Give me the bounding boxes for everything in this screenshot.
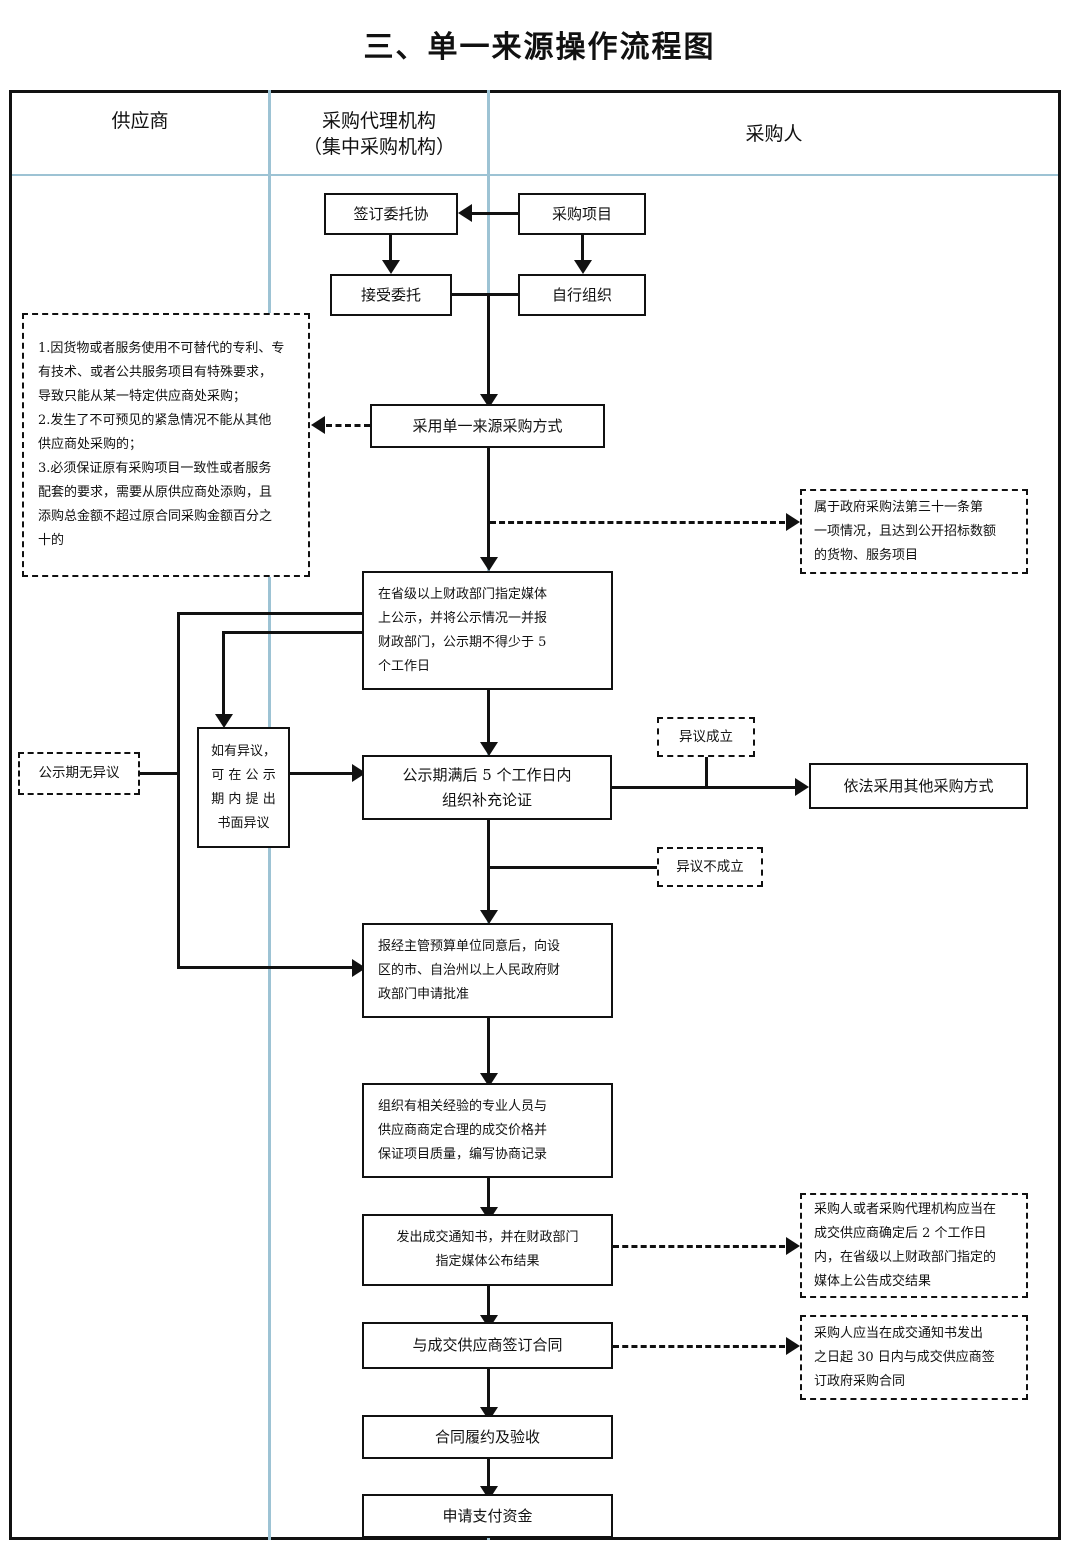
- node-self-organize[interactable]: 自行组织: [518, 274, 646, 316]
- node-publicity[interactable]: 在省级以上财政部门指定媒体 上公示，并将公示情况一并报 财政部门，公示期不得少于…: [362, 571, 613, 690]
- note-single-source-conditions: 1.因货物或者服务使用不可替代的专利、专 有技术、或者公共服务项目有特殊要求， …: [22, 313, 310, 577]
- note-announce-result: 采购人或者采购代理机构应当在 成交供应商确定后 2 个工作日 内，在省级以上财政…: [800, 1193, 1028, 1298]
- conn-single-source-to-publicity: [487, 448, 490, 560]
- node-single-source-method-label: 采用单一来源采购方式: [412, 416, 563, 435]
- lane-header-purchaser: 采购人: [745, 123, 803, 145]
- conn-merge-bar: [452, 293, 518, 296]
- node-other-method-label: 依法采用其他采购方式: [843, 776, 994, 795]
- node-contract-perform[interactable]: 合同履约及验收: [362, 1415, 613, 1459]
- lane-header-supplier: 供应商: [111, 110, 169, 132]
- note-objection-invalid-text: 异议不成立: [676, 858, 744, 875]
- node-award-notice-label: 发出成交通知书，并在财政部门 指定媒体公布结果: [396, 1230, 579, 1269]
- note-no-objection-text: 公示期无异议: [38, 765, 120, 781]
- node-procurement-project-label: 采购项目: [551, 204, 612, 223]
- note-no-objection: 公示期无异议: [18, 752, 140, 795]
- node-self-organize-label: 自行组织: [551, 285, 612, 304]
- node-objection-window-label: 如有异议， 可 在 公 示 期 内 提 出 书面异议: [210, 743, 276, 831]
- node-sign-contract-label: 与成交供应商签订合同: [412, 1336, 563, 1354]
- conn-perform-to-payment: [487, 1459, 490, 1490]
- arrowhead-demo-to-other-method: [795, 778, 809, 796]
- note-announce-result-text: 采购人或者采购代理机构应当在 成交供应商确定后 2 个工作日 内，在省级以上财政…: [814, 1201, 997, 1289]
- node-approval[interactable]: 报经主管预算单位同意后，向设 区的市、自治州以上人民政府财 政部门申请批准: [362, 923, 613, 1018]
- node-accept-entrust[interactable]: 接受委托: [330, 274, 452, 316]
- node-supplementary-demo-label: 公示期满后 5 个工作日内 组织补充论证: [402, 765, 572, 809]
- node-supplementary-demo[interactable]: 公示期满后 5 个工作日内 组织补充论证: [362, 755, 612, 820]
- node-sign-contract[interactable]: 与成交供应商签订合同: [362, 1322, 613, 1369]
- note-objection-valid-text: 异议成立: [679, 728, 733, 745]
- page-title: 三、单一来源操作流程图: [363, 30, 716, 65]
- node-approval-label: 报经主管预算单位同意后，向设 区的市、自治州以上人民政府财 政部门申请批准: [378, 938, 561, 1002]
- note-law-article-31: 属于政府采购法第三十一条第 一项情况，且达到公开招标数额 的货物、服务项目: [800, 489, 1028, 574]
- conn-merge-down: [487, 293, 490, 398]
- node-procurement-project[interactable]: 采购项目: [518, 193, 646, 235]
- conn-publicity-left-outer-bottom: [177, 966, 357, 969]
- node-apply-payment[interactable]: 申请支付资金: [362, 1494, 613, 1538]
- note-contract-30days: 采购人应当在成交通知书发出 之日起 30 日内与成交供应商签 订政府采购合同: [800, 1315, 1028, 1400]
- arrowhead-single-source-to-conditions: [311, 416, 325, 434]
- node-objection-window[interactable]: 如有异议， 可 在 公 示 期 内 提 出 书面异议: [197, 727, 290, 848]
- conn-single-source-to-conditions: [326, 424, 370, 427]
- conn-demo-to-approval: [487, 820, 490, 915]
- node-contract-perform-label: 合同履约及验收: [434, 1427, 540, 1446]
- conn-negotiation-to-award: [487, 1178, 490, 1211]
- note-objection-valid: 异议成立: [657, 717, 755, 757]
- node-sign-entrust-label: 签订委托协: [353, 204, 429, 223]
- arrowhead-project-to-sign: [458, 204, 472, 222]
- conn-award-to-contract: [487, 1286, 490, 1319]
- conn-demo-to-other-method: [612, 786, 800, 789]
- conn-contract-to-note: [613, 1345, 785, 1348]
- arrowhead-contract-to-note: [786, 1337, 800, 1355]
- note-objection-invalid: 异议不成立: [657, 847, 763, 887]
- arrowhead-single-source-to-publicity: [480, 557, 498, 571]
- conn-publicity-left-outer: [177, 612, 363, 615]
- conn-single-source-to-law31: [490, 521, 785, 524]
- conn-demo-to-objection-invalid: [487, 866, 659, 869]
- arrowhead-loop-to-objection: [215, 714, 233, 728]
- conn-publicity-left-inner: [222, 631, 363, 634]
- node-negotiation[interactable]: 组织有相关经验的专业人员与 供应商商定合理的成交价格并 保证项目质量，编写协商记…: [362, 1083, 613, 1178]
- conn-award-to-announce: [613, 1245, 785, 1248]
- conn-project-to-sign: [472, 212, 518, 215]
- conn-contract-to-perform: [487, 1369, 490, 1411]
- conn-objection-to-demo: [290, 772, 358, 775]
- note-law-article-31-text: 属于政府采购法第三十一条第 一项情况，且达到公开招标数额 的货物、服务项目: [814, 499, 997, 563]
- lane-header-agency: 采购代理机构 （集中采购机构）: [302, 110, 455, 158]
- arrowhead-sign-to-accept: [382, 260, 400, 274]
- arrowhead-award-to-announce: [786, 1237, 800, 1255]
- conn-publicity-left-inner-down: [222, 631, 225, 718]
- note-single-source-conditions-text: 1.因货物或者服务使用不可替代的专利、专 有技术、或者公共服务项目有特殊要求， …: [38, 341, 285, 548]
- conn-project-to-self: [581, 235, 584, 262]
- conn-publicity-left-outer-down: [177, 612, 180, 969]
- note-contract-30days-text: 采购人应当在成交通知书发出 之日起 30 日内与成交供应商签 订政府采购合同: [814, 1325, 995, 1389]
- conn-publicity-to-demo: [487, 690, 490, 747]
- node-accept-entrust-label: 接受委托: [360, 285, 421, 304]
- node-sign-entrust[interactable]: 签订委托协: [324, 193, 458, 235]
- arrowhead-demo-to-approval: [480, 910, 498, 924]
- conn-objection-valid-drop: [705, 757, 708, 787]
- arrowhead-publicity-to-demo: [480, 742, 498, 756]
- node-negotiation-label: 组织有相关经验的专业人员与 供应商商定合理的成交价格并 保证项目质量，编写协商记…: [378, 1098, 548, 1162]
- arrowhead-single-source-to-law31: [786, 513, 800, 531]
- conn-sign-to-accept: [389, 235, 392, 262]
- node-award-notice[interactable]: 发出成交通知书，并在财政部门 指定媒体公布结果: [362, 1214, 613, 1286]
- node-publicity-label: 在省级以上财政部门指定媒体 上公示，并将公示情况一并报 财政部门，公示期不得少于…: [378, 586, 548, 674]
- lane-header-rule: [12, 174, 1058, 176]
- conn-no-objection-to-loop: [140, 772, 180, 775]
- node-other-method[interactable]: 依法采用其他采购方式: [809, 763, 1028, 809]
- arrowhead-project-to-self: [574, 260, 592, 274]
- node-apply-payment-label: 申请支付资金: [442, 1506, 533, 1525]
- conn-approval-to-negotiation: [487, 1018, 490, 1078]
- node-single-source-method[interactable]: 采用单一来源采购方式: [370, 404, 605, 448]
